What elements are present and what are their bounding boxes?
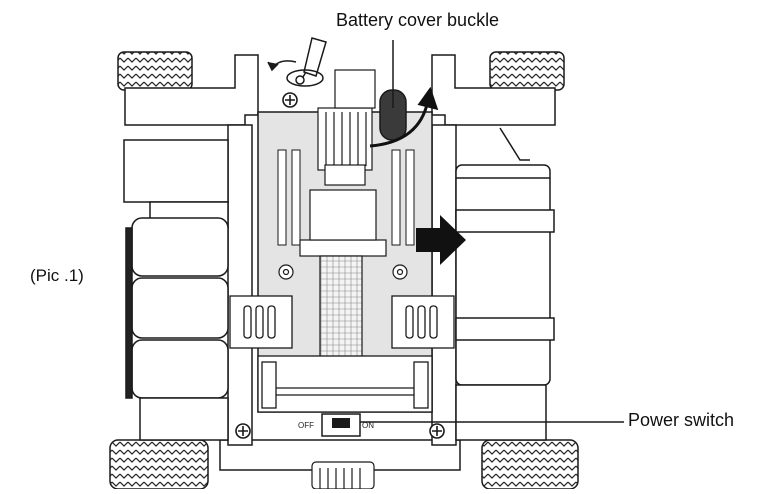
battery-cover-buckle	[379, 40, 407, 141]
left-clamp	[229, 295, 293, 349]
lower-bracket	[257, 355, 433, 413]
right-clamp	[391, 295, 455, 349]
screw-icon	[235, 92, 445, 439]
battery-cover-buckle-label: Battery cover buckle	[336, 10, 500, 30]
switch-on-mark: ON	[362, 421, 374, 430]
left-side-pods	[123, 139, 229, 441]
front-grille	[311, 461, 375, 490]
power-switch: OFF ON	[298, 413, 624, 437]
wheel-bottom-right	[481, 439, 579, 490]
right-side-battery	[455, 127, 555, 441]
power-switch-label: Power switch	[628, 410, 735, 430]
ribbed-connector	[317, 69, 376, 186]
mounting-posts	[278, 264, 408, 280]
push-arrow-icon	[416, 215, 466, 265]
curved-arrow-icon	[369, 86, 439, 148]
screwdriver-icon	[286, 37, 327, 87]
figure-label: (Pic .1)	[30, 266, 84, 285]
wheel-top-right	[489, 51, 565, 91]
rotate-arrow-icon	[267, 60, 297, 72]
chassis-frame	[124, 54, 556, 471]
wheel-bottom-left	[109, 439, 209, 490]
switch-off-mark: OFF	[298, 421, 314, 430]
wheel-top-left	[117, 51, 193, 91]
